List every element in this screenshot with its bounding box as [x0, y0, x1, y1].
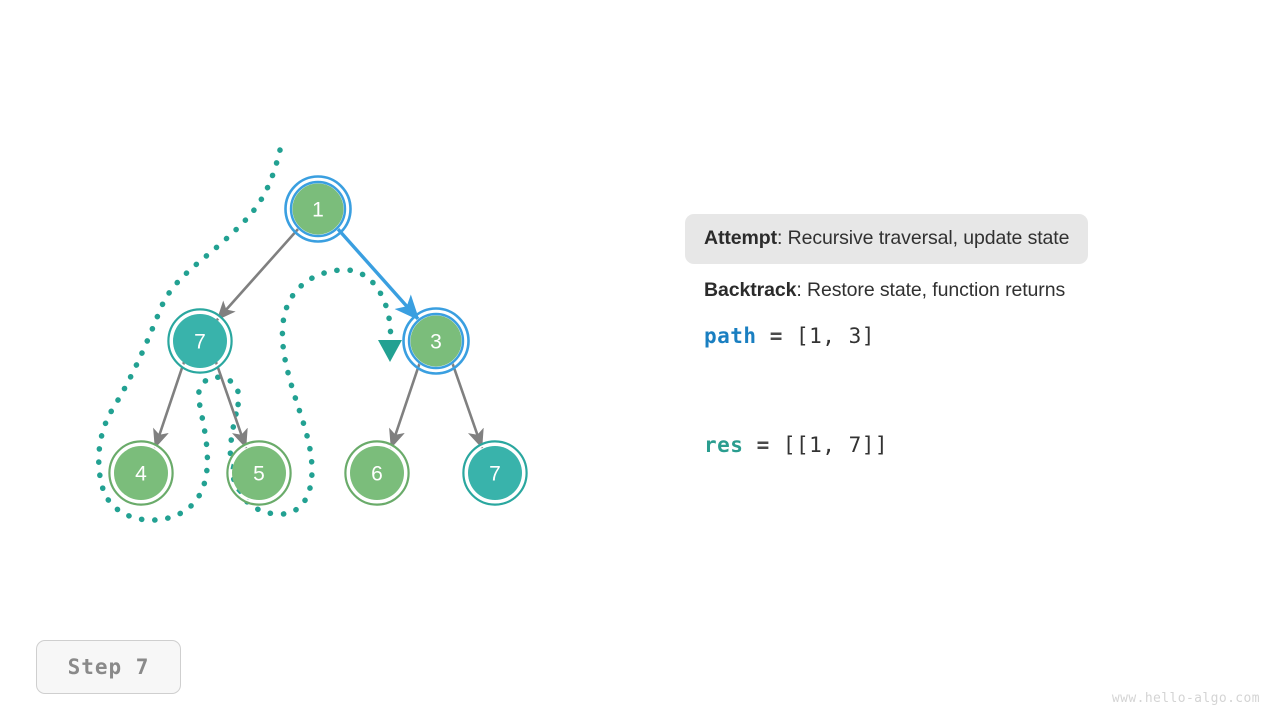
tree-node-3-label: 3 — [430, 331, 442, 354]
path-variable-name: path — [704, 323, 757, 348]
tree-node-6-label: 6 — [371, 463, 383, 486]
tree-diagram-panel: 1 7 3 4 5 — [96, 147, 528, 523]
res-variable-row: res = [[1, 7]] — [685, 433, 1205, 457]
edge-1-7 — [216, 227, 300, 321]
step-badge-label: Step 7 — [67, 655, 150, 679]
edge-1-3 — [335, 226, 421, 322]
edge-3-7 — [450, 361, 484, 449]
res-assign-operator: = — [743, 432, 783, 457]
tree-node-5[interactable]: 5 — [226, 440, 292, 506]
tree-node-4[interactable]: 4 — [108, 440, 174, 506]
tree-node-4-label: 4 — [135, 463, 147, 486]
watermark: www.hello-algo.com — [1111, 691, 1260, 706]
backtrack-row: Backtrack: Restore state, function retur… — [685, 264, 1205, 303]
edge-7-4 — [153, 361, 186, 449]
tree-node-7-right-label: 7 — [489, 463, 501, 486]
edge-3-6 — [389, 361, 422, 449]
attempt-banner: Attempt: Recursive traversal, update sta… — [685, 214, 1089, 265]
backtrack-keyword: Backtrack — [704, 279, 797, 302]
binary-tree-svg: 1 7 3 4 5 — [96, 147, 528, 523]
info-panel: Attempt: Recursive traversal, update sta… — [685, 214, 1205, 457]
tree-node-7-left-label: 7 — [194, 331, 206, 354]
tree-node-7-right[interactable]: 7 — [462, 440, 528, 506]
attempt-text: : Recursive traversal, update state — [776, 227, 1070, 249]
res-variable-name: res — [704, 432, 744, 457]
tree-edges — [153, 226, 484, 449]
res-variable-value: [[1, 7]] — [782, 432, 889, 457]
tree-node-6[interactable]: 6 — [344, 440, 410, 506]
traversal-dotted-path — [96, 147, 402, 523]
tree-node-5-label: 5 — [253, 463, 265, 486]
path-variable-row: path = [1, 3] — [685, 324, 1205, 348]
tree-node-1-label: 1 — [312, 199, 324, 222]
edge-7-5 — [214, 361, 248, 449]
tree-node-3[interactable]: 3 — [402, 307, 470, 375]
tree-node-7-left[interactable]: 7 — [167, 308, 233, 374]
attempt-keyword: Attempt — [704, 227, 777, 249]
path-variable-value: [1, 3] — [796, 323, 875, 348]
backtrack-text: : Restore state, function returns — [796, 279, 1066, 302]
tree-node-1[interactable]: 1 — [284, 175, 352, 243]
path-assign-operator: = — [756, 323, 797, 348]
traversal-arrowhead-icon — [378, 340, 402, 362]
step-badge: Step 7 — [36, 640, 181, 694]
